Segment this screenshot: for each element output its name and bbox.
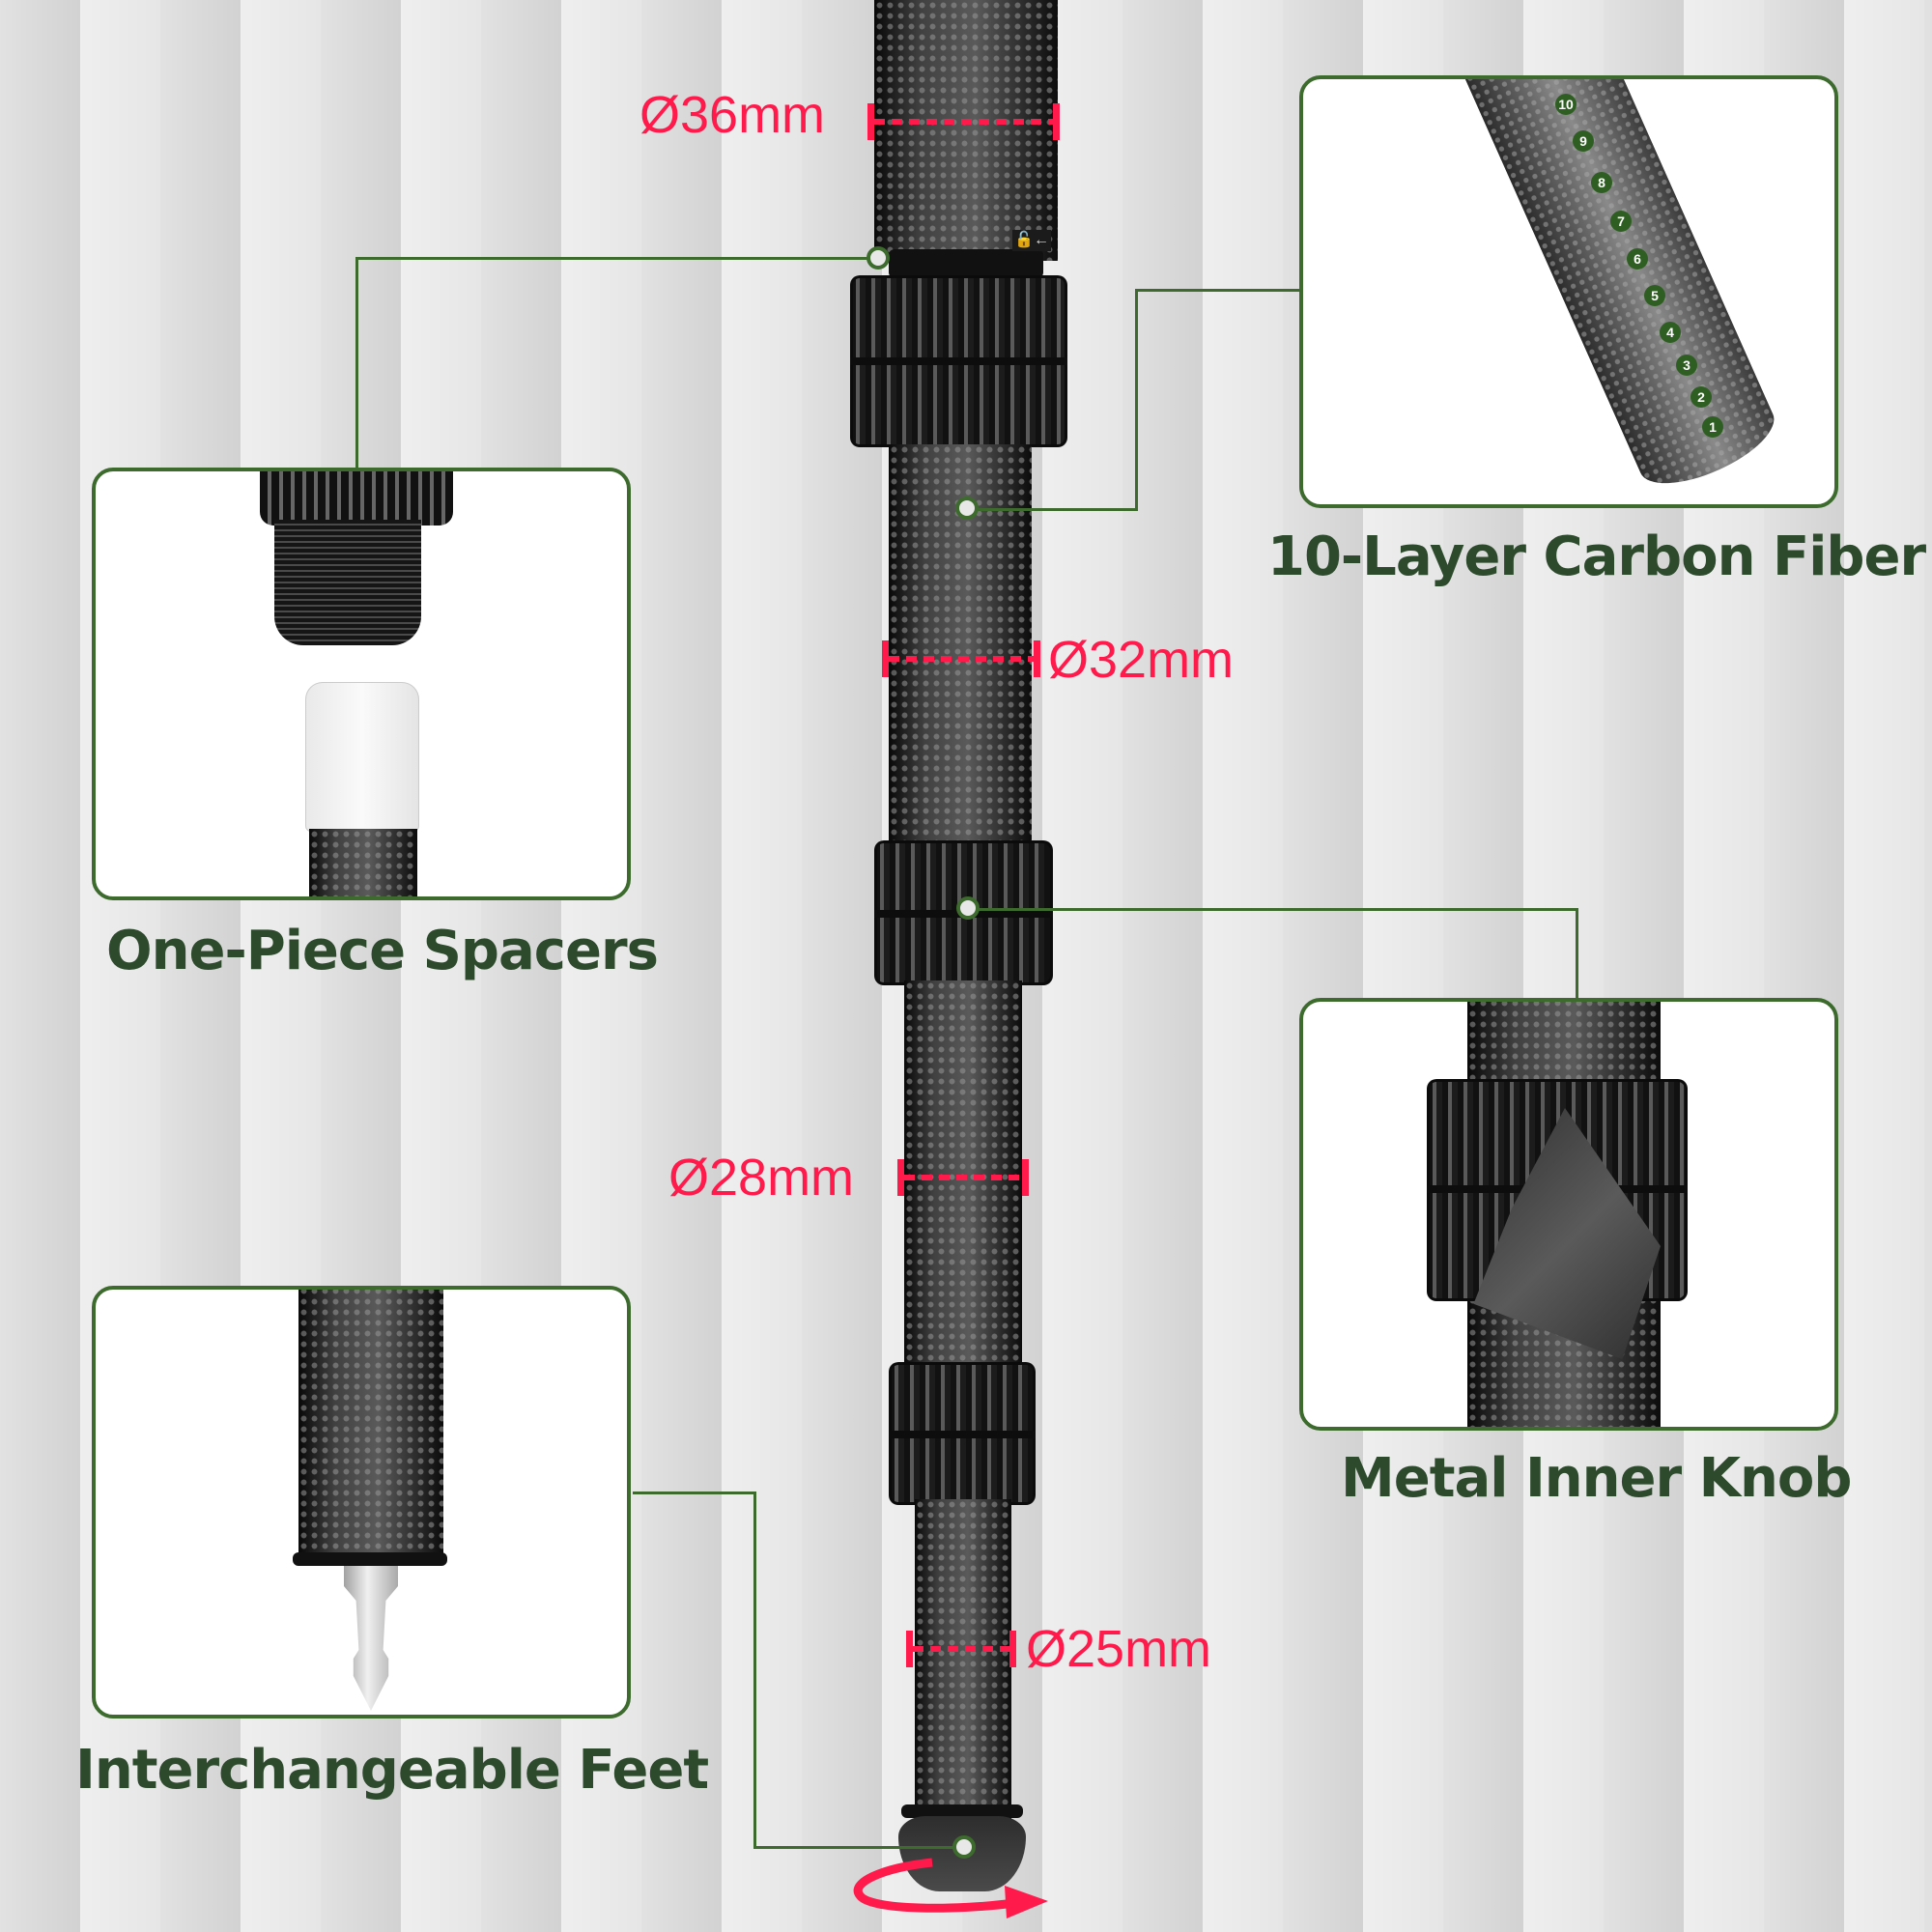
- dimension-line: [904, 1175, 1022, 1180]
- dimension-label-25mm: Ø25mm: [1026, 1620, 1212, 1678]
- rotate-arrow-icon: [853, 1858, 1048, 1918]
- layer-badge-3: 3: [1676, 355, 1697, 376]
- caption-knob: Metal Inner Knob: [1341, 1447, 1852, 1510]
- connector-carbon: [1135, 289, 1299, 292]
- dimension-line: [913, 1646, 1009, 1652]
- leg-section-1: [874, 0, 1058, 261]
- dimension-marker: [1034, 640, 1040, 677]
- connector-spacers: [355, 257, 877, 260]
- layer-badge-8: 8: [1591, 172, 1612, 193]
- layer-badge-1: 1: [1702, 416, 1723, 438]
- layer-badge-9: 9: [1573, 130, 1594, 152]
- leg-lock-knob-1: [850, 275, 1067, 447]
- feet-panel-collar: [293, 1552, 447, 1566]
- caption-carbon-fiber: 10-Layer Carbon Fiber: [1267, 526, 1926, 588]
- caption-spacers: One-Piece Spacers: [106, 920, 659, 982]
- layer-badge-5: 5: [1644, 285, 1665, 306]
- dimension-marker: [1022, 1159, 1029, 1196]
- spike-foot-image: [344, 1566, 398, 1711]
- connector-knob: [1576, 908, 1578, 1000]
- dimension-marker: [906, 1631, 913, 1667]
- caption-feet: Interchangeable Feet: [75, 1739, 709, 1802]
- carbon-fiber-panel: 10 9 8 7 6 5 4 3 2 1: [1299, 75, 1838, 508]
- layer-badge-6: 6: [1627, 248, 1648, 270]
- dimension-marker: [1053, 103, 1060, 140]
- callout-dot-spacers: [867, 246, 890, 270]
- feet-panel: [92, 1286, 631, 1719]
- dimension-marker: [1009, 1631, 1016, 1667]
- leg-lock-knob-3: [889, 1362, 1036, 1505]
- dimension-line: [874, 119, 1053, 125]
- spacer-tube: [309, 829, 417, 896]
- dimension-line: [889, 656, 1034, 662]
- connector-carbon: [1135, 289, 1138, 511]
- callout-dot-carbon: [955, 497, 979, 520]
- carbon-tube-image: [1448, 79, 1785, 500]
- callout-dot-feet: [952, 1835, 976, 1859]
- connector-spacers: [355, 257, 358, 469]
- connector-knob: [978, 908, 1578, 911]
- dimension-label-32mm: Ø32mm: [1048, 631, 1235, 689]
- spacer-image: [305, 682, 419, 832]
- threaded-knob-image: [260, 471, 453, 526]
- feet-panel-tube: [298, 1290, 443, 1556]
- connector-feet: [753, 1492, 756, 1849]
- layer-badge-2: 2: [1690, 386, 1712, 408]
- threaded-joint-image: [274, 520, 421, 645]
- dimension-label-36mm: Ø36mm: [639, 86, 826, 144]
- connector-carbon: [966, 508, 1138, 511]
- dimension-label-28mm: Ø28mm: [668, 1149, 855, 1207]
- unlock-icon: 🔓←: [1012, 230, 1051, 251]
- knob-panel: [1299, 998, 1838, 1431]
- dimension-marker: [897, 1159, 904, 1196]
- layer-badge-10: 10: [1555, 94, 1577, 115]
- layer-badge-7: 7: [1610, 211, 1632, 232]
- section-1-collar: [889, 249, 1043, 278]
- callout-dot-knob: [956, 896, 980, 920]
- spacers-panel: [92, 468, 631, 900]
- connector-feet: [753, 1846, 956, 1849]
- layer-badge-4: 4: [1660, 322, 1681, 343]
- dimension-marker: [882, 640, 889, 677]
- dimension-marker: [867, 103, 874, 140]
- connector-feet: [633, 1492, 755, 1494]
- leg-section-4: [915, 1499, 1011, 1837]
- foot-collar: [901, 1804, 1023, 1818]
